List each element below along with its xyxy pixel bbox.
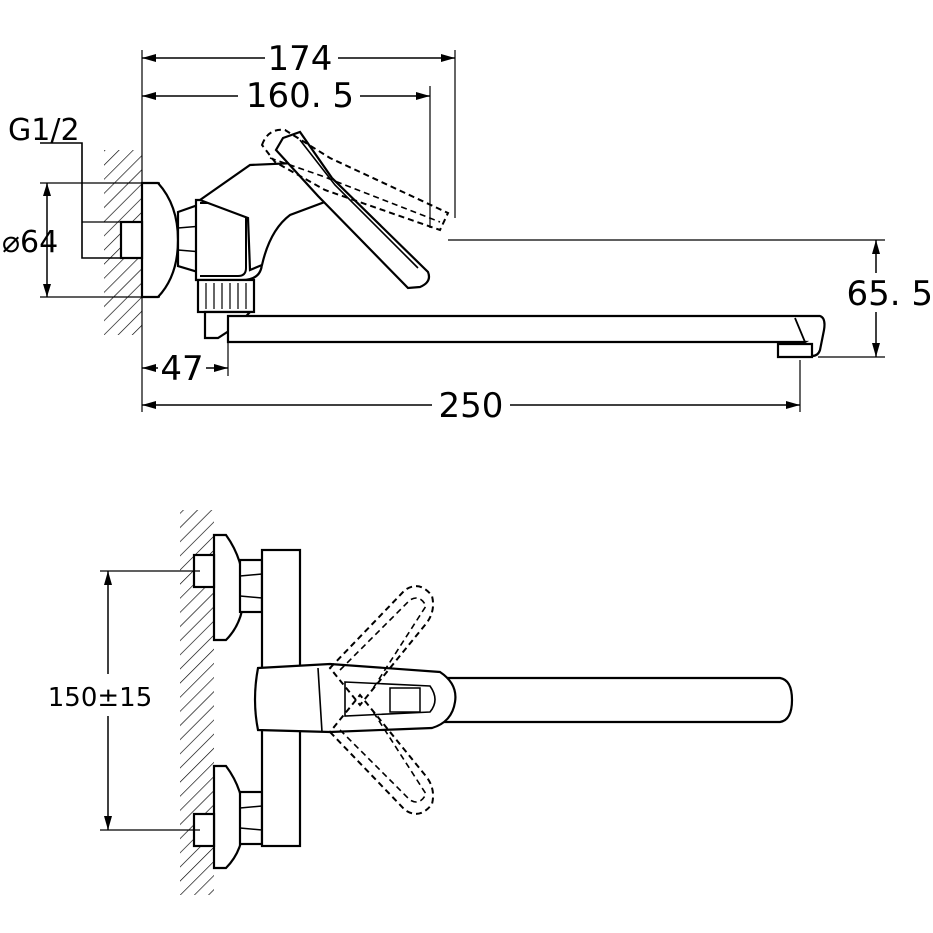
handle-alt-lower bbox=[328, 693, 435, 815]
side-view: G1/2 ⌀64 174 160. 5 65. 5 bbox=[2, 39, 933, 426]
upper-nut bbox=[238, 558, 264, 614]
handle-alt-upper bbox=[328, 585, 435, 707]
top-view: 150±15 bbox=[48, 510, 794, 895]
thread-label: G1/2 bbox=[8, 113, 80, 148]
spout bbox=[226, 314, 826, 358]
lever-handle bbox=[274, 130, 431, 290]
wall-flange bbox=[140, 181, 180, 299]
dim-150-15: 150±15 bbox=[48, 683, 153, 713]
lower-nut bbox=[238, 790, 264, 846]
inlet-stub bbox=[119, 220, 144, 260]
diameter-label: ⌀64 bbox=[2, 225, 58, 260]
diverter-nut bbox=[196, 278, 256, 314]
dim-47: 47 bbox=[160, 349, 203, 389]
dim-174: 174 bbox=[268, 39, 333, 79]
lever-alt-position bbox=[260, 128, 450, 232]
dim-160-5: 160. 5 bbox=[246, 76, 354, 116]
dim-250: 250 bbox=[439, 386, 504, 426]
dim-65-5: 65. 5 bbox=[846, 274, 933, 314]
